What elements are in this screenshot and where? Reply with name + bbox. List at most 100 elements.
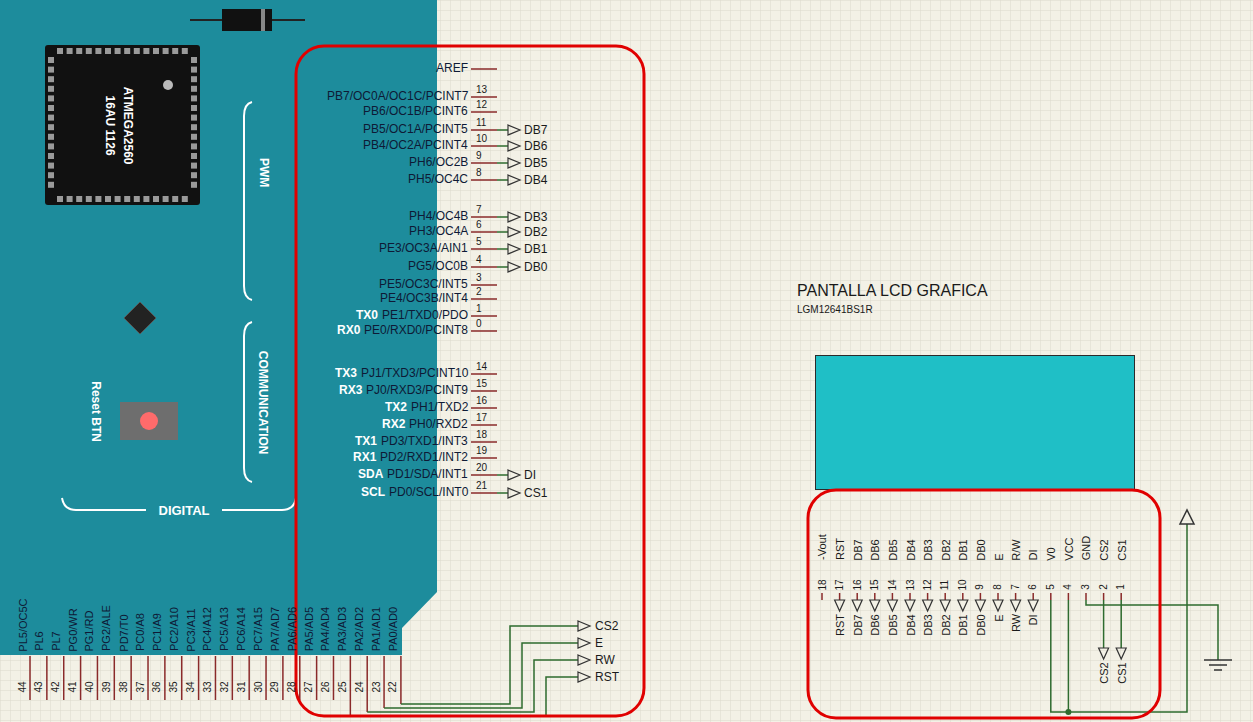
pin-line bbox=[909, 593, 911, 600]
pin-number: 27 bbox=[304, 681, 314, 692]
net-label: DB5 bbox=[524, 157, 547, 170]
wire bbox=[384, 643, 578, 708]
chip-pin bbox=[172, 196, 178, 202]
port-prefix: SDA bbox=[358, 468, 383, 481]
pin-line bbox=[181, 656, 183, 700]
pin-name: PH1/TXD2 bbox=[411, 401, 468, 414]
pin-number: 43 bbox=[34, 681, 44, 692]
pin-name: PA4/AD4 bbox=[320, 607, 332, 651]
pin-number: 44 bbox=[17, 681, 27, 692]
pin-number: 5 bbox=[476, 237, 482, 247]
net-label: DB5 bbox=[887, 614, 899, 635]
chip-pin bbox=[191, 143, 197, 149]
pin-number: 7 bbox=[476, 205, 482, 215]
pin-number: 20 bbox=[476, 463, 487, 473]
pin-line bbox=[471, 216, 497, 218]
ground-symbol bbox=[1204, 660, 1232, 670]
chip-pin bbox=[124, 48, 130, 54]
board-text: COMMUNICATION bbox=[256, 350, 269, 454]
pin-line bbox=[63, 656, 65, 700]
ground-wire bbox=[1086, 600, 1218, 660]
pin-number: 34 bbox=[186, 681, 196, 692]
wire bbox=[497, 474, 508, 476]
wire bbox=[1068, 600, 1070, 712]
pin-number: 4 bbox=[476, 255, 482, 265]
diode-body bbox=[222, 9, 272, 31]
pin-line bbox=[46, 656, 48, 700]
pin-number: 2 bbox=[476, 287, 482, 297]
pin-line bbox=[471, 96, 497, 98]
pin-line bbox=[1032, 593, 1034, 600]
pin-name: DB6 bbox=[869, 539, 881, 560]
port-prefix: TX2 bbox=[385, 401, 407, 414]
pin-line bbox=[471, 111, 497, 113]
chip-pin bbox=[86, 48, 92, 54]
net-terminal bbox=[508, 262, 520, 272]
pin-line bbox=[1050, 593, 1052, 600]
net-label: RST bbox=[595, 671, 619, 684]
pin-line bbox=[471, 373, 497, 375]
pin-number: 35 bbox=[169, 681, 179, 692]
pin-number: 18 bbox=[476, 430, 487, 440]
net-label: DB2 bbox=[524, 226, 547, 239]
pin-number: 10 bbox=[958, 579, 968, 590]
chip-pin bbox=[67, 48, 73, 54]
pin-name: PD7/T0 bbox=[117, 614, 129, 651]
chip-pin bbox=[48, 163, 54, 169]
pin-name: PE3/OC3A/AIN1 bbox=[379, 242, 468, 255]
pin-line bbox=[874, 593, 876, 600]
net-terminal bbox=[508, 227, 520, 237]
pin-number: 12 bbox=[476, 100, 487, 110]
net-label: DI bbox=[1027, 614, 1039, 625]
pin-line bbox=[350, 656, 352, 716]
pin-line bbox=[1015, 593, 1017, 600]
chip-pin bbox=[134, 196, 140, 202]
pin-name: PG0/WR bbox=[67, 608, 79, 651]
pin-name: PC0/A8 bbox=[134, 613, 146, 651]
pin-number: 18 bbox=[817, 579, 827, 590]
pin-line bbox=[471, 179, 497, 181]
pin-name: PA2/AD2 bbox=[353, 607, 365, 651]
lcd-screen: PANTALLA LCD GRAFICALGM12641BS1R bbox=[815, 355, 1135, 490]
chip-pin bbox=[191, 76, 197, 82]
pin-name: -Vout bbox=[816, 534, 828, 560]
net-label: DI bbox=[524, 469, 536, 482]
pin-line bbox=[1120, 593, 1122, 600]
pin-name: DI bbox=[1027, 549, 1039, 560]
pin-number: 29 bbox=[270, 681, 280, 692]
pin-line bbox=[400, 656, 402, 704]
net-terminal bbox=[1011, 600, 1021, 611]
port-prefix: SCL bbox=[361, 486, 385, 499]
net-label: CS1 bbox=[1115, 662, 1127, 683]
pin-number: 14 bbox=[476, 362, 487, 372]
net-label: CS2 bbox=[595, 620, 618, 633]
pin-line bbox=[471, 266, 497, 268]
pin-name: CS2 bbox=[1098, 539, 1110, 560]
chip-pin bbox=[48, 143, 54, 149]
highlight-frame bbox=[296, 46, 644, 716]
net-label: DB0 bbox=[975, 614, 987, 635]
chip-pin bbox=[115, 196, 121, 202]
net-label: DB1 bbox=[524, 243, 547, 256]
digital-bracket bbox=[222, 498, 296, 510]
board-brackets bbox=[62, 102, 296, 510]
pin-name: DB1 bbox=[957, 539, 969, 560]
net-label: DB1 bbox=[957, 614, 969, 635]
pin-name: DB0 bbox=[975, 539, 987, 560]
pin-number: 11 bbox=[940, 580, 950, 590]
net-label: DB0 bbox=[524, 261, 547, 274]
pin-number: 38 bbox=[118, 681, 128, 692]
port-prefix: TX3 bbox=[335, 367, 357, 380]
pin-number: 9 bbox=[476, 151, 482, 161]
chip-pin bbox=[191, 182, 197, 188]
pin-name: PA7/AD7 bbox=[269, 607, 281, 651]
pwm-bracket bbox=[244, 102, 252, 300]
pin-line bbox=[80, 656, 82, 700]
pin-line bbox=[232, 656, 234, 700]
pin-name: PD1/SDA/INT1 bbox=[387, 468, 468, 481]
wire bbox=[497, 179, 508, 181]
pin-name: PJ0/RXD3/PCINT9 bbox=[366, 384, 468, 397]
net-terminal bbox=[923, 600, 933, 611]
net-terminal bbox=[870, 600, 880, 611]
